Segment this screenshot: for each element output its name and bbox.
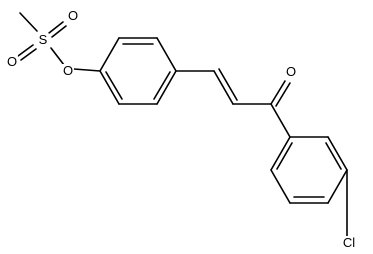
bond-s-o-ester [50, 47, 65, 66]
ring-b-bond-6 [270, 136, 291, 171]
bond-s-o-right-a [48, 21, 64, 34]
carbonyl-oxygen-label: O [284, 64, 298, 79]
sulfonyl-oxygen-right-label: O [66, 8, 80, 23]
bond-methyl-sulfur [19, 12, 38, 32]
ring-a-double-2 [153, 71, 171, 100]
ring-b-double-1 [325, 142, 342, 170]
bond-carbonyl-b [275, 82, 291, 107]
ring-a-bond-4 [156, 70, 177, 105]
chlorine-atom-label: Cl [341, 235, 357, 250]
bond-s-o-left-a [17, 44, 34, 57]
ring-a-bond-6 [99, 70, 120, 105]
bond-vinyl-double-b [218, 68, 238, 101]
ring-b-bond-3 [327, 169, 348, 204]
ring-a-bond-1 [99, 37, 120, 72]
bond-carbonyl-a [270, 80, 286, 105]
bond-s-o-right-b [51, 25, 67, 38]
bond-s-o-left-b [20, 48, 37, 61]
ring-b-bond-2 [327, 136, 348, 171]
ring-b-double-3 [276, 142, 293, 170]
bond-carbonyl-ring-b [270, 103, 291, 138]
ring-a-double-3 [105, 71, 123, 100]
bond-vinyl-double-a [213, 70, 234, 105]
sulfur-atom-label: S [37, 32, 49, 47]
ring-a-bond-3 [156, 37, 177, 72]
ring-b-bond-5 [270, 169, 291, 204]
ester-oxygen-label: O [61, 63, 75, 78]
bond-o-ring-a [73, 68, 101, 72]
sulfonyl-oxygen-left-label: O [5, 54, 19, 69]
